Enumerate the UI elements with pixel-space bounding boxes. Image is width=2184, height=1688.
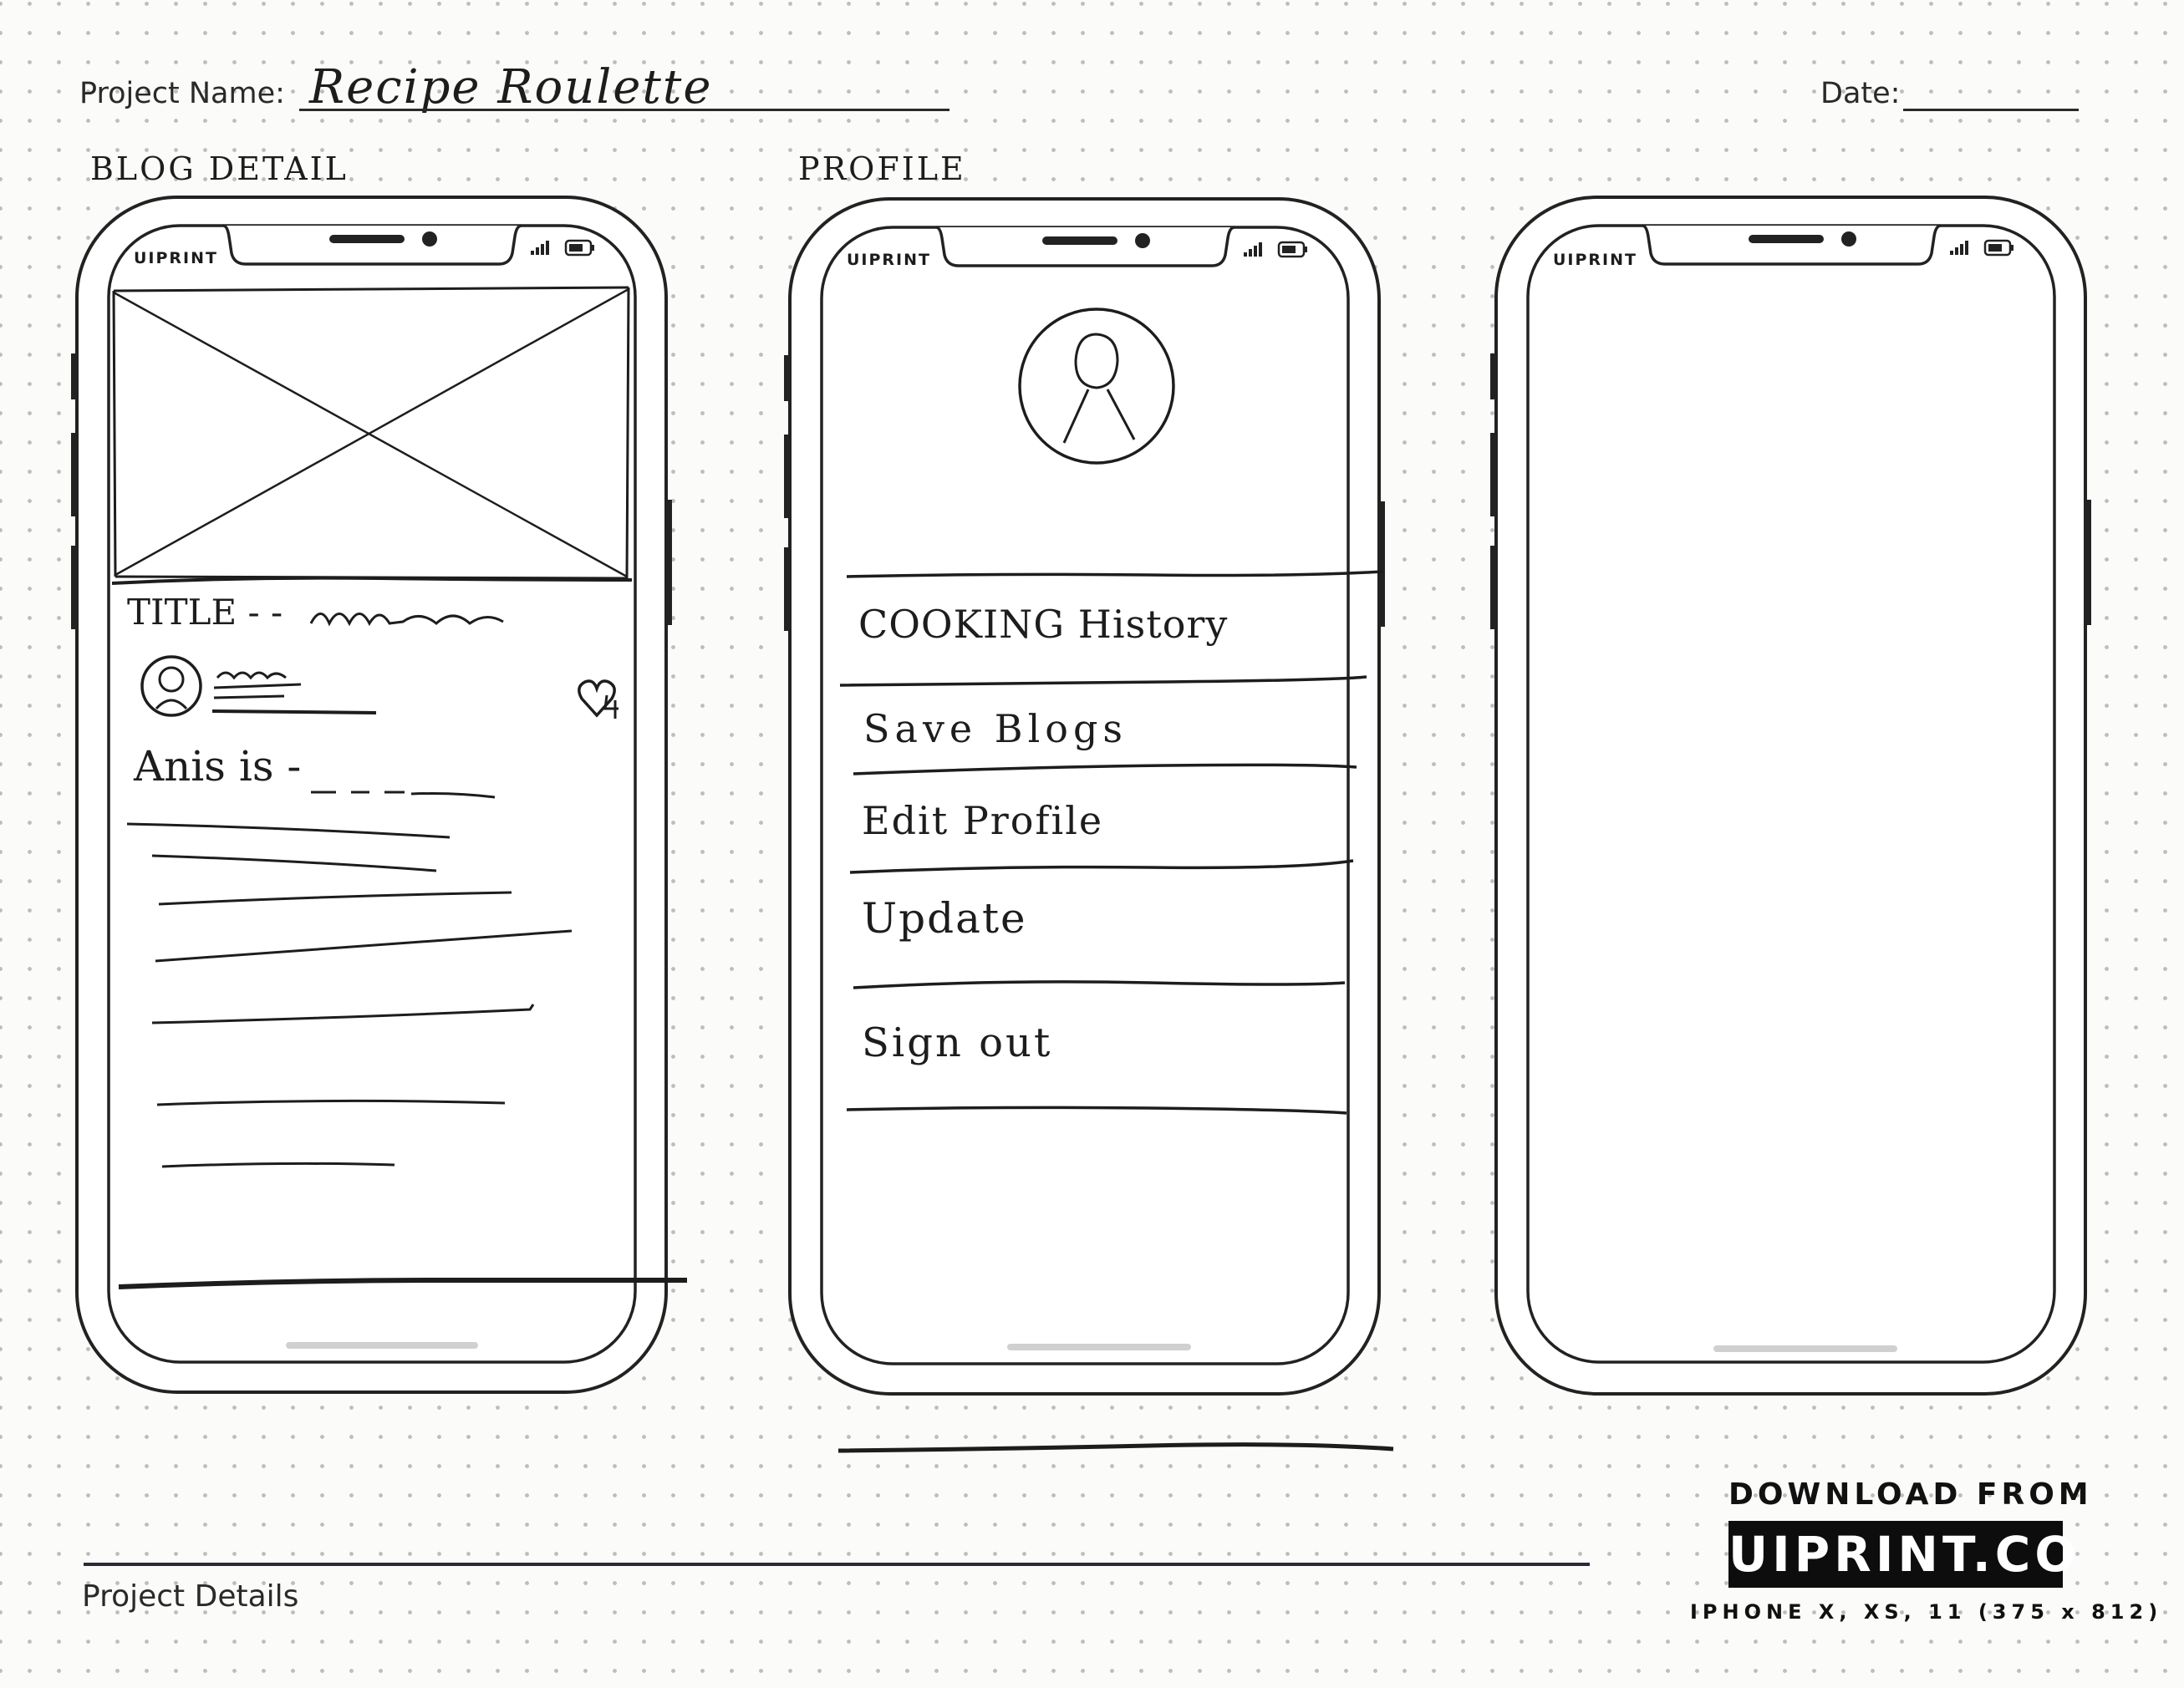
phone-frame [71,196,672,1394]
phone-profile: UIPRINT COOKING History Save Blogs Edit … [781,192,1398,1453]
menu-item-edit-profile[interactable]: Edit Profile [862,798,1104,843]
profile-avatar-icon[interactable] [1017,308,1184,476]
title-scribble [309,613,504,627]
phone-frame [784,197,1385,1396]
uiprint-logo[interactable]: UIPRINT.CO [1728,1521,2080,1588]
project-name-underline [299,109,949,111]
blog-title: TITLE - - [127,592,283,633]
project-name-label: Project Name: [79,77,285,110]
blog-body-lines [118,791,687,1289]
phone-frame [1490,196,2091,1396]
heart-icon[interactable] [577,675,627,725]
phone-blank: UIPRINT [1488,191,2105,1398]
menu-item-update[interactable]: Update [862,894,1027,943]
status-bar-brand: UIPRINT [134,249,218,267]
project-details-label: Project Details [82,1579,299,1614]
phone-blog-detail: UIPRINT TITLE - - Anis is - [69,191,687,1398]
project-name-value[interactable]: Recipe Roulette [309,60,713,114]
author-name-scribble [211,671,377,714]
download-from-label: DOWNLOAD FROM [1728,1477,2093,1512]
author-avatar-icon[interactable] [140,654,211,725]
date-label: Date: [1820,77,1901,110]
status-bar-brand: UIPRINT [847,251,931,269]
hero-image-placeholder [111,286,633,585]
project-details-rule [84,1563,1590,1566]
status-bar-brand: UIPRINT [1553,251,1637,269]
menu-item-cooking-history[interactable]: COOKING History [858,602,1229,647]
screen-title-blog-detail: BLOG DETAIL [90,150,349,187]
menu-item-save-blogs[interactable]: Save Blogs [863,706,1128,751]
profile-menu-dividers [837,570,1394,1453]
device-caption: IPHONE X, XS, 11 (375 x 812) [1690,1600,2163,1624]
screen-title-profile: PROFILE [798,150,966,187]
date-underline [1903,109,2079,111]
menu-item-sign-out[interactable]: Sign out [862,1019,1053,1066]
blog-body-start: Anis is - [134,742,302,791]
uiprint-logo-text: UIPRINT.CO [1728,1526,2080,1583]
